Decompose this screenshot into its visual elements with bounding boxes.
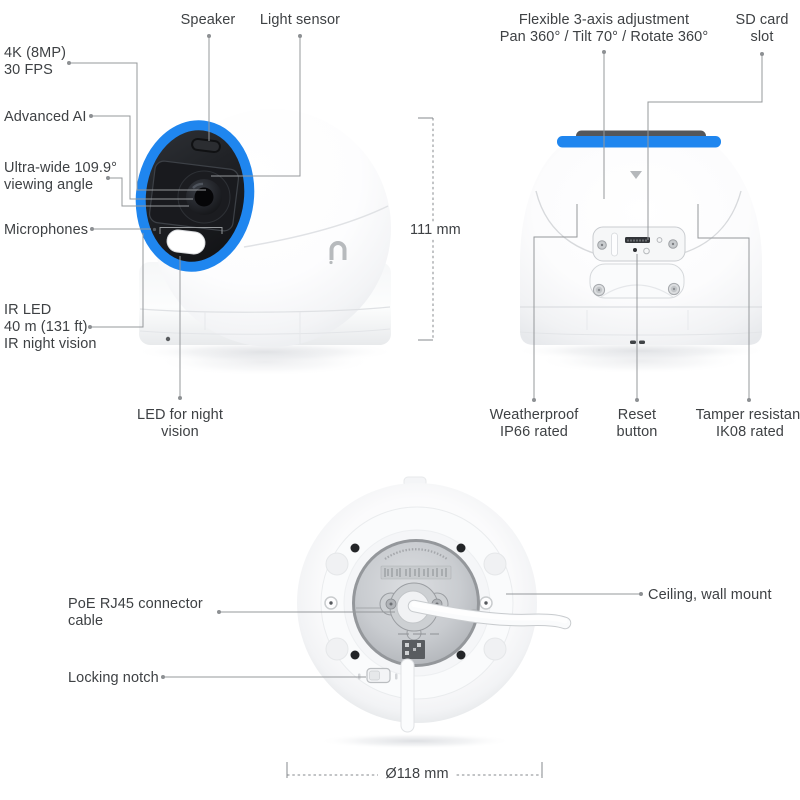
label-led-night-vision: LED for night vision xyxy=(137,407,223,441)
alignment-arrow-mark xyxy=(630,171,642,179)
label-viewing-angle: Ultra-wide 109.9° viewing angle xyxy=(4,160,118,194)
leader-lines xyxy=(69,36,763,678)
lock-pin xyxy=(611,232,618,257)
bottom-shadow xyxy=(317,733,513,749)
label-microphones: Microphones xyxy=(4,222,89,238)
speaker-slot xyxy=(191,137,221,154)
label-poe-cable: PoE RJ45 connector cable xyxy=(68,596,203,630)
bracket-screws xyxy=(592,282,681,297)
microphone-hole xyxy=(152,227,157,232)
label-resolution: 4K (8MP) 30 FPS xyxy=(4,45,67,79)
label-sd-card-slot: SD card slot xyxy=(735,12,789,46)
label-locking-notch: Locking notch xyxy=(68,670,159,686)
poe-cable xyxy=(407,599,572,630)
label-weatherproof: Weatherproof IP66 rated xyxy=(489,407,579,441)
reset-icon xyxy=(643,247,650,255)
brand-logo xyxy=(329,241,347,265)
label-ceiling-mount: Ceiling, wall mount xyxy=(648,587,772,603)
label-advanced-ai: Advanced AI xyxy=(4,109,87,125)
reset-button-hole xyxy=(633,248,637,252)
back-blue-ring-edge xyxy=(557,136,721,148)
label-light-sensor: Light sensor xyxy=(259,12,341,28)
qr-code xyxy=(402,640,425,659)
front-view-illustration xyxy=(133,109,397,376)
leader-dots xyxy=(67,34,764,679)
mount-holes xyxy=(350,543,466,660)
sd-icon xyxy=(656,237,663,243)
locking-notch-detail xyxy=(358,667,398,684)
front-base-hole xyxy=(165,336,171,342)
bottom-view-illustration xyxy=(297,476,572,749)
pull-strap xyxy=(400,658,415,733)
label-axis-adjustment: Flexible 3-axis adjustment Pan 360° / Ti… xyxy=(499,12,709,46)
mount-recesses xyxy=(325,552,507,661)
label-speaker: Speaker xyxy=(180,12,236,28)
label-reset-button: Reset button xyxy=(616,407,658,441)
camera-lens xyxy=(177,170,231,224)
dimension-height: 111 mm xyxy=(407,222,464,240)
night-vision-led xyxy=(166,229,206,255)
label-ir-led: IR LED 40 m (131 ft) IR night vision xyxy=(4,302,97,353)
back-view-illustration xyxy=(513,130,769,374)
label-tamper-resistant: Tamper resistant IK08 rated xyxy=(695,407,800,441)
dimension-diameter: Ø118 mm xyxy=(378,766,456,784)
panel-screws xyxy=(597,239,678,250)
